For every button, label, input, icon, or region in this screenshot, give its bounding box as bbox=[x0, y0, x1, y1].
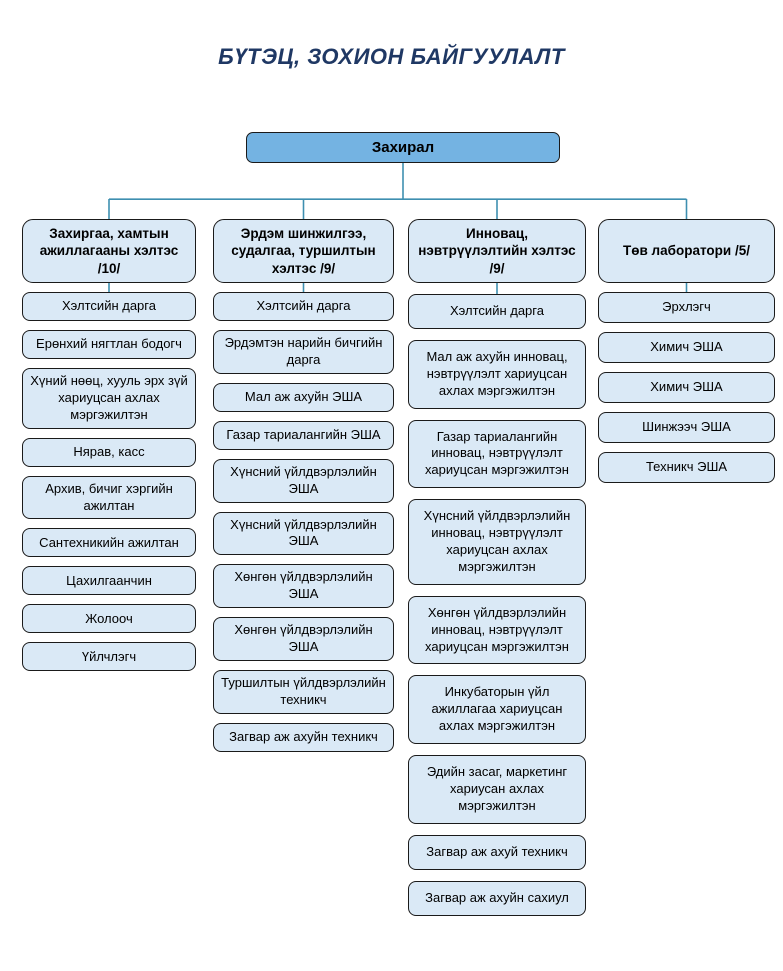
position-box: Химич ЭША bbox=[598, 332, 775, 363]
position-box: Техникч ЭША bbox=[598, 452, 775, 483]
position-box: Мал аж ахуйн инновац, нэвтрүүлэлт хариуц… bbox=[408, 339, 586, 409]
position-box: Инкубаторын үйл ажиллагаа хариуцсан ахла… bbox=[408, 675, 586, 745]
position-box: Хүнсний үйлдвэрлэлийн ЭША bbox=[213, 511, 394, 556]
position-box: Хэлтсийн дарга bbox=[213, 292, 394, 321]
position-box: Шинжээч ЭША bbox=[598, 412, 775, 443]
department-column-research: Эрдэм шинжилгээ, судалгаа, туршилтын хэл… bbox=[213, 219, 394, 752]
position-box: Сантехникийн ажилтан bbox=[22, 528, 196, 558]
position-box: Эдийн засаг, маркетинг хариусан ахлах мэ… bbox=[408, 755, 586, 824]
department-column-innovation: Инновац, нэвтрүүлэлтийн хэлтэс /9/Хэлтси… bbox=[408, 219, 586, 916]
department-header-box: Эрдэм шинжилгээ, судалгаа, туршилтын хэл… bbox=[213, 219, 394, 283]
position-box: Хөнгөн үйлдвэрлэлийн ЭША bbox=[213, 564, 394, 609]
position-box: Загвар аж ахуйн сахиул bbox=[408, 880, 586, 916]
position-box: Архив, бичиг хэргийн ажилтан bbox=[22, 475, 196, 520]
position-box: Хүнсний үйлдвэрлэлийн ЭША bbox=[213, 458, 394, 503]
position-box: Мал аж ахуйн ЭША bbox=[213, 382, 394, 412]
position-box: Ерөнхий нягтлан бодогч bbox=[22, 330, 196, 359]
page-title: БҮТЭЦ, ЗОХИОН БАЙГУУЛАЛТ bbox=[218, 44, 565, 69]
director-box-label: Захирал bbox=[371, 139, 435, 156]
position-box: Газар тариалангийн инновац, нэвтрүүлэлт … bbox=[408, 419, 586, 489]
position-box: Хөнгөн үйлдвэрлэлийн ЭША bbox=[213, 617, 394, 661]
position-box: Хэлтсийн дарга bbox=[408, 294, 586, 329]
department-header-box: Инновац, нэвтрүүлэлтийн хэлтэс /9/ bbox=[408, 219, 586, 283]
position-box: Туршилтын үйлдвэрлэлийн техникч bbox=[213, 669, 394, 714]
director-box: Захирал bbox=[246, 132, 560, 163]
position-box: Хүнсний үйлдвэрлэлийн инновац, нэвтрүүлэ… bbox=[408, 499, 586, 585]
position-box: Газар тариалангийн ЭША bbox=[213, 420, 394, 450]
department-header-box: Захиргаа, хамтын ажиллагааны хэлтэс /10/ bbox=[22, 219, 196, 283]
position-box: Хэлтсийн дарга bbox=[22, 292, 196, 321]
position-box: Хөнгөн үйлдвэрлэлийн инновац, нэвтрүүлэл… bbox=[408, 595, 586, 665]
position-box: Химич ЭША bbox=[598, 372, 775, 403]
position-box: Хүний нөөц, хууль эрх зүй хариуцсан ахла… bbox=[22, 368, 196, 429]
department-column-administration: Захиргаа, хамтын ажиллагааны хэлтэс /10/… bbox=[22, 219, 196, 672]
position-box: Эрдэмтэн нарийн бичгийн дарга bbox=[213, 330, 394, 374]
position-box: Жолооч bbox=[22, 604, 196, 634]
department-header-box: Төв лаборатори /5/ bbox=[598, 219, 775, 283]
position-box: Цахилгаанчин bbox=[22, 566, 196, 596]
position-box: Эрхлэгч bbox=[598, 292, 775, 323]
position-box: Загвар аж ахуй техникч bbox=[408, 834, 586, 870]
position-box: Загвар аж ахуйн техникч bbox=[213, 722, 394, 752]
position-box: Нярав, касс bbox=[22, 437, 196, 467]
position-box: Үйлчлэгч bbox=[22, 642, 196, 672]
